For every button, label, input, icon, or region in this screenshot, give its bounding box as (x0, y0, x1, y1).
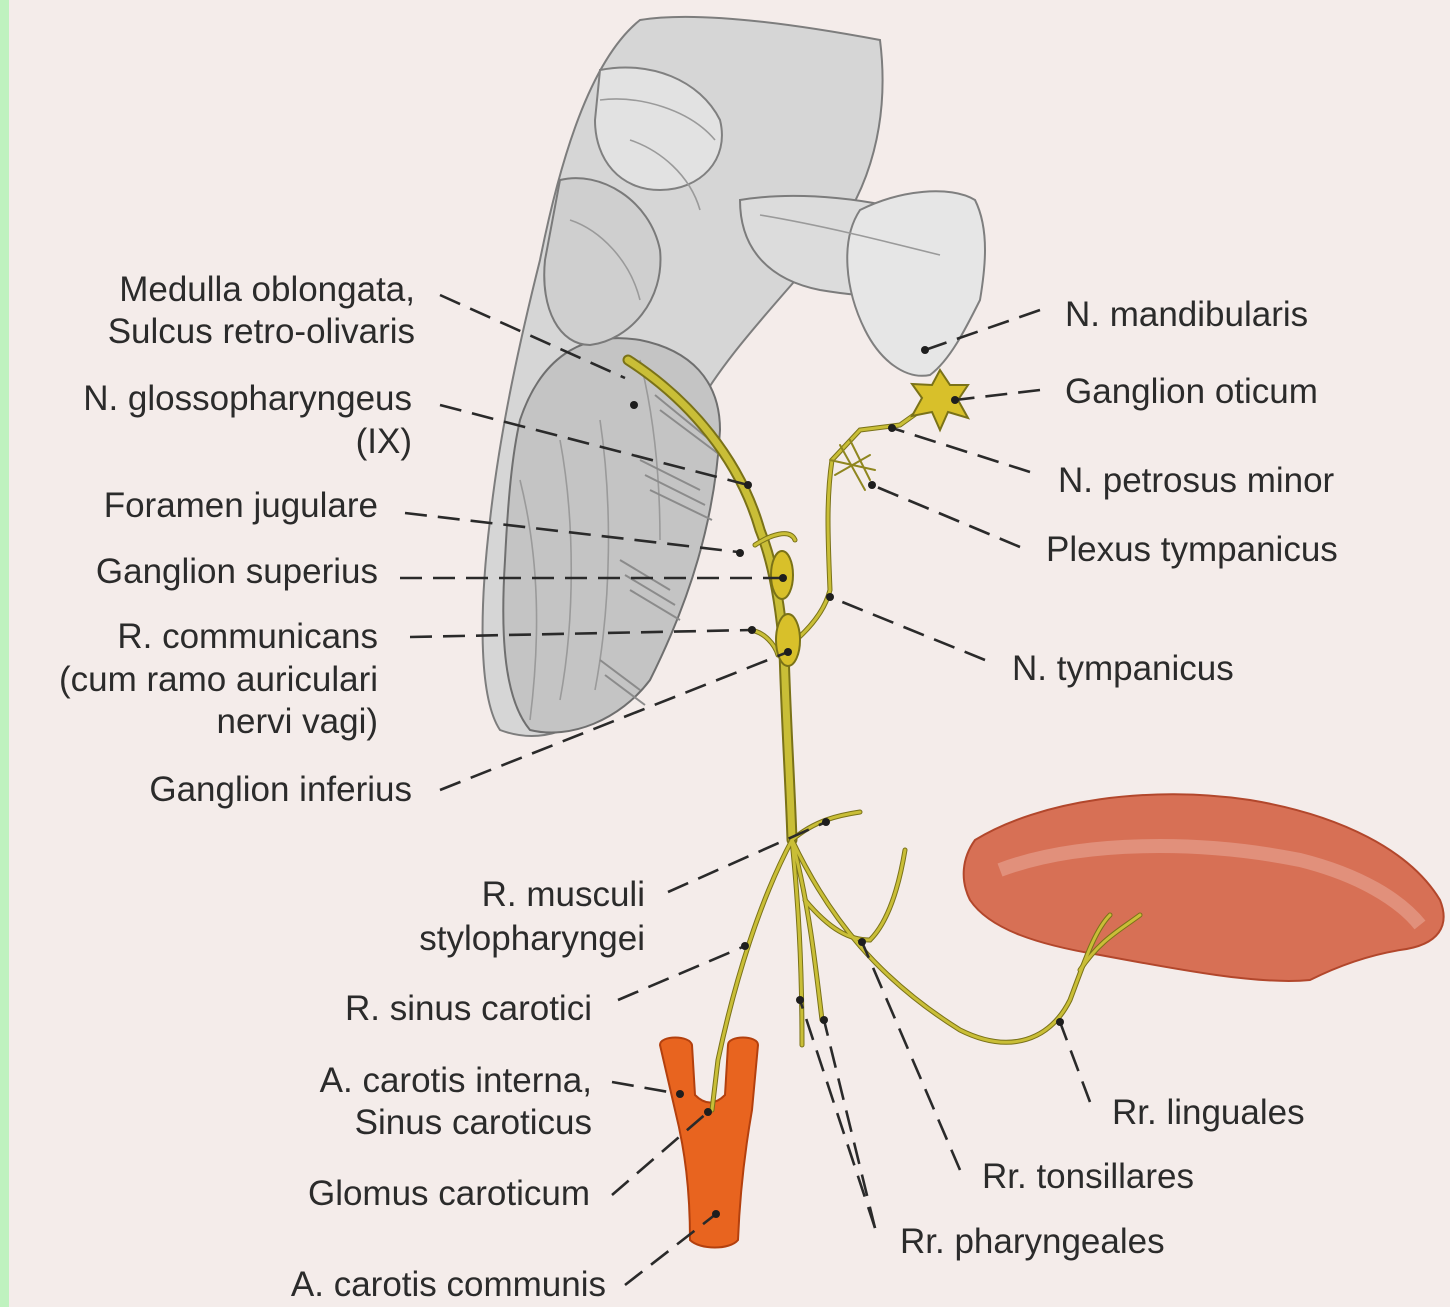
label-n-tympanicus: N. tympanicus (1012, 649, 1234, 688)
label-a-carotis-communis: A. carotis communis (291, 1265, 606, 1304)
label-rr-tonsillares: Rr. tonsillares (982, 1157, 1194, 1196)
label-glomus-caroticum: Glomus caroticum (308, 1174, 590, 1213)
label-a-carotis-interna-line2: Sinus caroticus (355, 1103, 592, 1142)
label-r-musculi-line1: R. musculi (482, 875, 645, 914)
label-plexus-tympanicus: Plexus tympanicus (1046, 530, 1338, 569)
label-a-carotis-interna-line1: A. carotis interna, (320, 1061, 592, 1100)
label-r-communicans-line1: R. communicans (117, 617, 378, 656)
label-r-communicans-line2: (cum ramo auriculari (59, 660, 378, 699)
label-ganglion-inferius: Ganglion inferius (149, 770, 412, 809)
label-ganglion-oticum: Ganglion oticum (1065, 372, 1318, 411)
label-r-sinus-carotici: R. sinus carotici (345, 989, 592, 1028)
label-foramen-jugulare: Foramen jugulare (104, 486, 378, 525)
label-n-mandibularis: N. mandibularis (1065, 295, 1308, 334)
label-ganglion-superius: Ganglion superius (96, 552, 378, 591)
label-r-musculi-line2: stylopharyngei (419, 919, 645, 958)
label-n-petrosus-minor: N. petrosus minor (1058, 461, 1335, 500)
label-glossopharyngeus-line2: (IX) (356, 422, 412, 461)
label-rr-pharyngeales: Rr. pharyngeales (900, 1222, 1165, 1261)
label-glossopharyngeus-line1: N. glossopharyngeus (83, 379, 412, 418)
label-medulla-line1: Medulla oblongata, (119, 270, 415, 309)
label-rr-linguales: Rr. linguales (1112, 1093, 1305, 1132)
label-medulla-line2: Sulcus retro-olivaris (108, 312, 415, 351)
label-r-communicans-line3: nervi vagi) (217, 702, 378, 741)
